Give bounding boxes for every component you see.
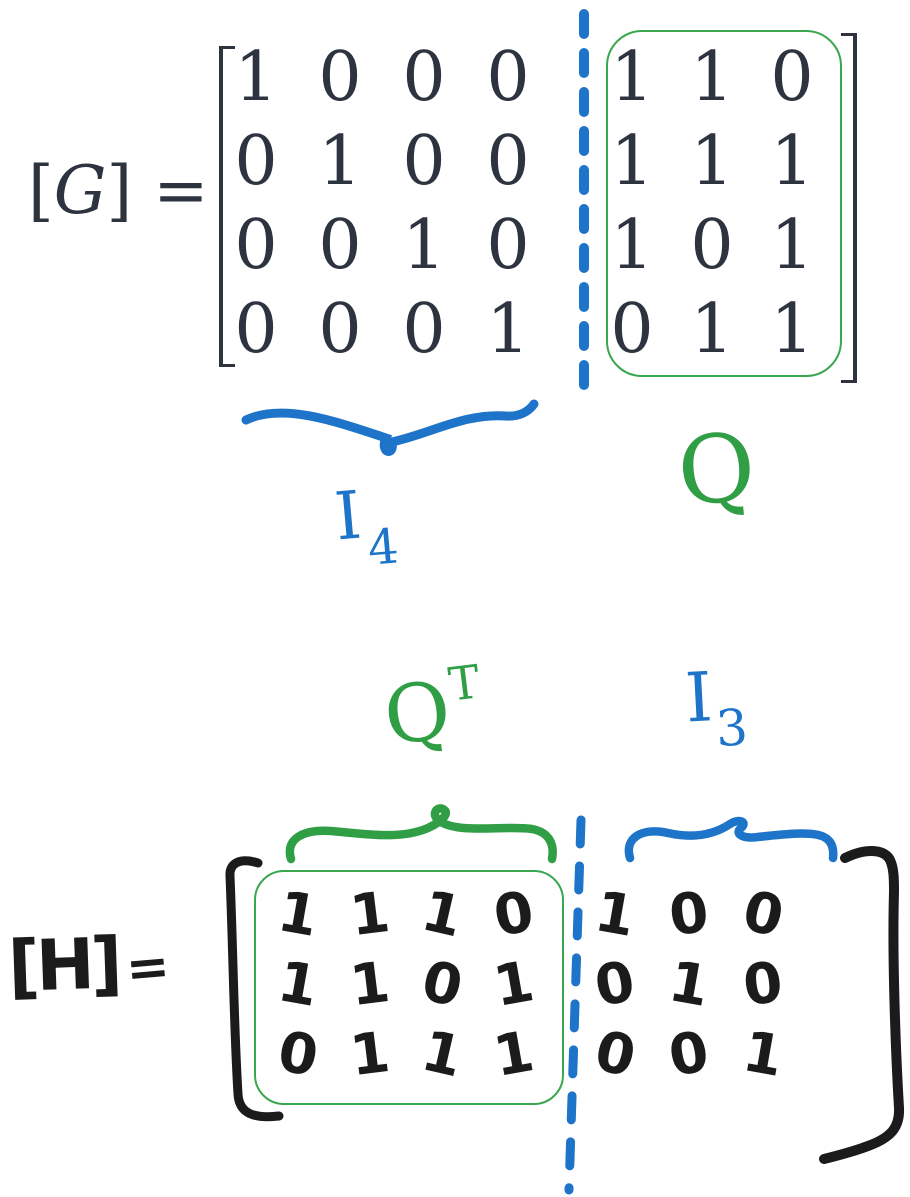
matrix-cell: 0 <box>588 1018 642 1091</box>
i3-label-subscript: 3 <box>714 698 750 759</box>
h-qt-highlight-box <box>254 870 564 1105</box>
g-q-highlight-box <box>606 30 842 377</box>
i4-label-subscript: 4 <box>365 518 401 577</box>
matrix-cell: 1 <box>489 1019 539 1090</box>
g-matrix-right-bracket <box>841 33 857 383</box>
i4-label-main: I <box>331 476 365 556</box>
matrix-cell: 1 <box>346 1019 394 1090</box>
matrix-cell: 1 <box>415 878 469 951</box>
matrix-cell: 0 <box>402 38 446 117</box>
matrix-cell: 0 <box>486 206 530 285</box>
matrix-cell: 1 <box>346 949 394 1020</box>
matrix-cell: 1 <box>690 38 734 117</box>
i3-label-main: I <box>683 658 715 739</box>
matrix-cell: 1 <box>486 290 530 369</box>
i3-label: I3 <box>683 658 750 759</box>
matrix-cell: 0 <box>318 290 362 369</box>
matrix-cell: 0 <box>402 122 446 201</box>
matrix-cell: 0 <box>234 206 278 285</box>
matrix-cell: 0 <box>234 122 278 201</box>
matrix-cell: 0 <box>739 949 787 1020</box>
i4-underbrace <box>241 399 539 456</box>
qt-label-main: Q <box>379 663 456 764</box>
matrix-cell: 0 <box>664 1019 714 1090</box>
matrix-cell: 0 <box>273 1019 323 1090</box>
matrix-cell: 0 <box>402 290 446 369</box>
matrix-cell: 0 <box>665 879 713 950</box>
matrix-cell: 0 <box>415 948 469 1021</box>
h-right-bracket <box>819 846 905 1164</box>
matrix-cell: 1 <box>318 122 362 201</box>
matrix-cell: 0 <box>486 38 530 117</box>
matrix-cell: 1 <box>415 1018 469 1091</box>
qt-overbrace <box>285 804 557 864</box>
h-equation-lhs: [H] <box>6 922 120 1008</box>
matrix-cell: 0 <box>234 290 278 369</box>
q-label: Q <box>673 412 760 529</box>
matrix-cell: 1 <box>610 122 654 201</box>
matrix-cell: 1 <box>738 1019 788 1090</box>
matrix-cell: 0 <box>736 878 790 951</box>
matrix-cell: 0 <box>318 38 362 117</box>
matrix-cell: 0 <box>486 122 530 201</box>
matrix-cell: 0 <box>318 206 362 285</box>
matrix-cell: 1 <box>234 38 278 117</box>
matrix-cell: 1 <box>690 122 734 201</box>
i3-overbrace <box>624 816 838 863</box>
matrix-cell: 1 <box>770 122 814 201</box>
matrix-cell: 1 <box>690 290 734 369</box>
matrix-cell: 1 <box>402 206 446 285</box>
matrix-cell: 1 <box>610 206 654 285</box>
qt-label-superscript: T <box>445 654 483 712</box>
matrix-cell: 0 <box>590 949 640 1020</box>
g-lhs-open-bracket: [ <box>28 152 54 229</box>
qt-label: QT <box>379 654 487 763</box>
matrix-cell: 1 <box>346 879 394 950</box>
g-lhs-letter: G <box>53 152 107 229</box>
h-equals-sign: = <box>123 936 173 1000</box>
matrix-cell: 1 <box>770 206 814 285</box>
i4-label: I4 <box>331 476 401 577</box>
matrix-cell: 0 <box>690 206 734 285</box>
g-equation-lhs: [G] = <box>28 152 209 229</box>
g-lhs-close-equals: ] = <box>106 152 209 229</box>
g-matrix-left-bracket <box>219 46 235 367</box>
